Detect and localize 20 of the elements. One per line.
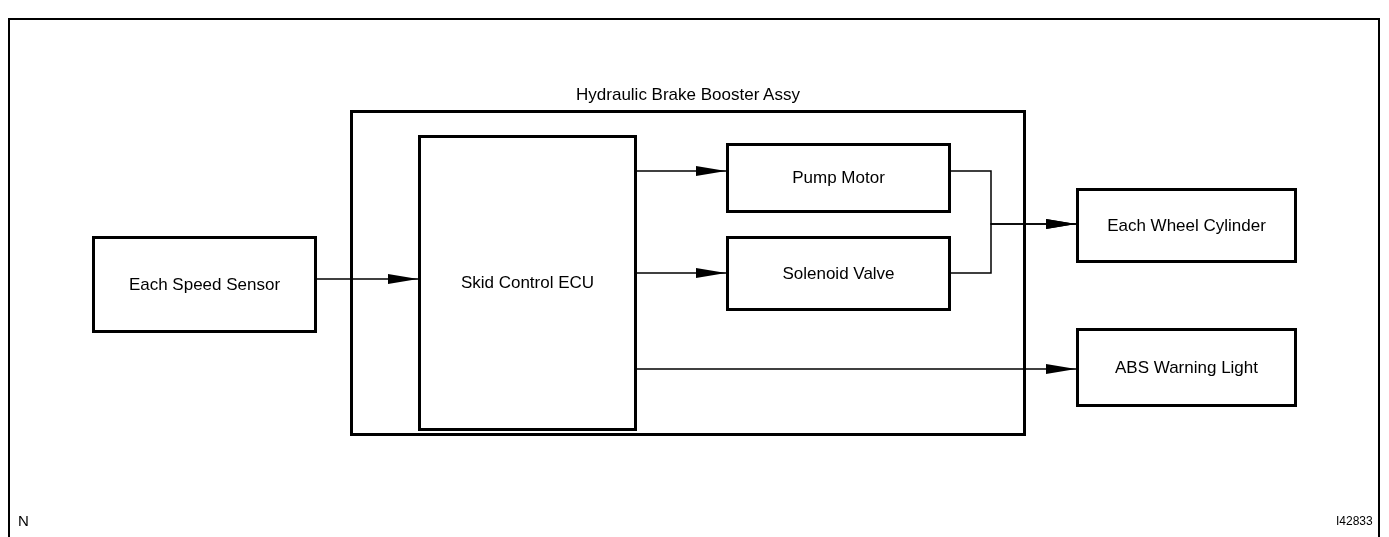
group-heading: Hydraulic Brake Booster Assy — [575, 85, 801, 105]
block-label: Each Wheel Cylinder — [1107, 215, 1266, 236]
block-box — [726, 236, 951, 311]
block-box — [418, 135, 637, 431]
arrow — [636, 166, 727, 176]
block-label: Each Speed Sensor — [128, 274, 281, 295]
block-label: Skid Control ECU — [460, 273, 595, 293]
block-box — [1076, 328, 1297, 407]
arrow — [316, 274, 419, 284]
figure-code: I42833 — [1336, 514, 1373, 528]
arrow — [950, 219, 1077, 274]
block-label: Solenoid Valve — [782, 263, 895, 284]
block-box — [726, 143, 951, 213]
corner-mark: N — [18, 512, 29, 529]
block-box — [1076, 188, 1297, 263]
block-label: ABS Warning Light — [1115, 357, 1258, 378]
arrow — [636, 268, 727, 278]
block-label: Pump Motor — [792, 168, 885, 188]
arrow — [636, 364, 1077, 374]
block-box — [92, 236, 317, 333]
